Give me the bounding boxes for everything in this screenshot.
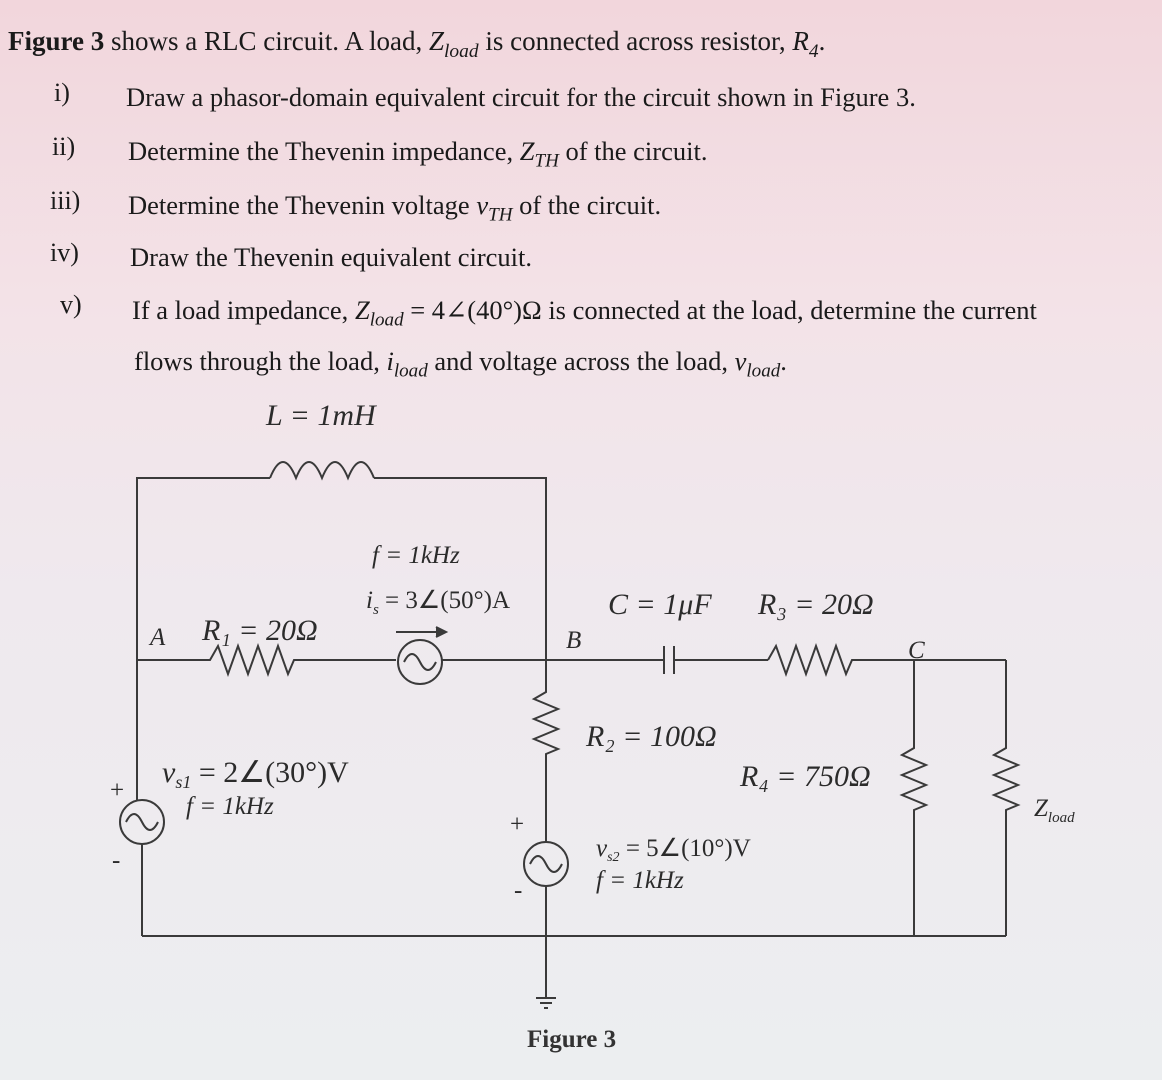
capacitor	[546, 646, 768, 674]
question-text: Determine the Thevenin voltage vTH of th…	[128, 190, 662, 226]
inductor	[136, 461, 547, 660]
figure-caption: Figure 3	[527, 1026, 617, 1053]
vs2-value: vs2 = 5∠(10°)V	[596, 835, 751, 865]
r4-symbol: R4	[792, 26, 819, 62]
vs1-frequency: f = 1kHz	[186, 793, 274, 820]
figure-ref: Figure 3	[8, 26, 105, 56]
r3-label: R₃ = 20Ω	[757, 588, 874, 621]
zload-label: Zload	[1034, 795, 1075, 826]
question-number: iv)	[50, 238, 79, 267]
resistor-r3	[767, 643, 914, 677]
question-number: iii)	[50, 186, 81, 215]
question-text-line1: If a load impedance, Zload = 4∠(40°)Ω is…	[132, 295, 1037, 331]
intro-text-b: is connected across resistor,	[478, 26, 793, 56]
current-direction-arrow	[396, 626, 449, 638]
vs2-frequency: f = 1kHz	[596, 867, 684, 894]
voltage-source-vs1	[119, 799, 165, 845]
question-number: i)	[54, 78, 70, 107]
voltage-source-vs2	[523, 841, 569, 887]
resistor-r1	[137, 643, 396, 677]
question-text: Draw a phasor-domain equivalent circuit …	[126, 82, 916, 112]
question-text: Draw the Thevenin equivalent circuit.	[130, 242, 533, 272]
current-source-frequency: f = 1kHz	[372, 542, 460, 569]
question-text-line2: flows through the load, iload and voltag…	[134, 346, 787, 382]
resistor-r2	[531, 660, 561, 760]
ground-icon	[536, 997, 556, 1009]
r2-label: R₂ = 100Ω	[585, 720, 717, 753]
r4-label: R₄ = 750Ω	[739, 760, 871, 793]
inductor-label: L = 1mH	[265, 399, 378, 432]
current-source	[397, 639, 443, 685]
question-number: v)	[60, 290, 82, 319]
problem-intro: Figure 3 shows a RLC circuit. A load, Zl…	[8, 26, 826, 62]
current-source-value: is = 3∠(50°)A	[366, 587, 510, 618]
question-number: ii)	[52, 132, 76, 161]
node-c-label: C	[908, 637, 925, 664]
node-b-label: B	[566, 627, 581, 654]
question-text: Determine the Thevenin impedance, ZTH of…	[128, 136, 708, 172]
load-impedance	[991, 660, 1021, 936]
intro-text-a: shows a RLC circuit. A load,	[104, 26, 429, 56]
vs1-minus: -	[112, 847, 120, 874]
r1-label: R₁ = 20Ω	[201, 614, 318, 647]
vs1-value: vs1 = 2∠(30°)V	[162, 756, 349, 792]
vs2-minus: -	[514, 877, 522, 904]
vs2-plus: +	[510, 811, 524, 838]
capacitor-label: C = 1μF	[608, 588, 712, 621]
vs1-plus: +	[110, 777, 124, 804]
resistor-r4	[899, 660, 929, 936]
circuit-diagram: L = 1mH A R₁ = 20Ω f = 1kHz is = 3∠(50°)…	[110, 399, 1075, 1009]
node-a-label: A	[148, 624, 166, 651]
zload-symbol: Zload	[428, 26, 479, 62]
